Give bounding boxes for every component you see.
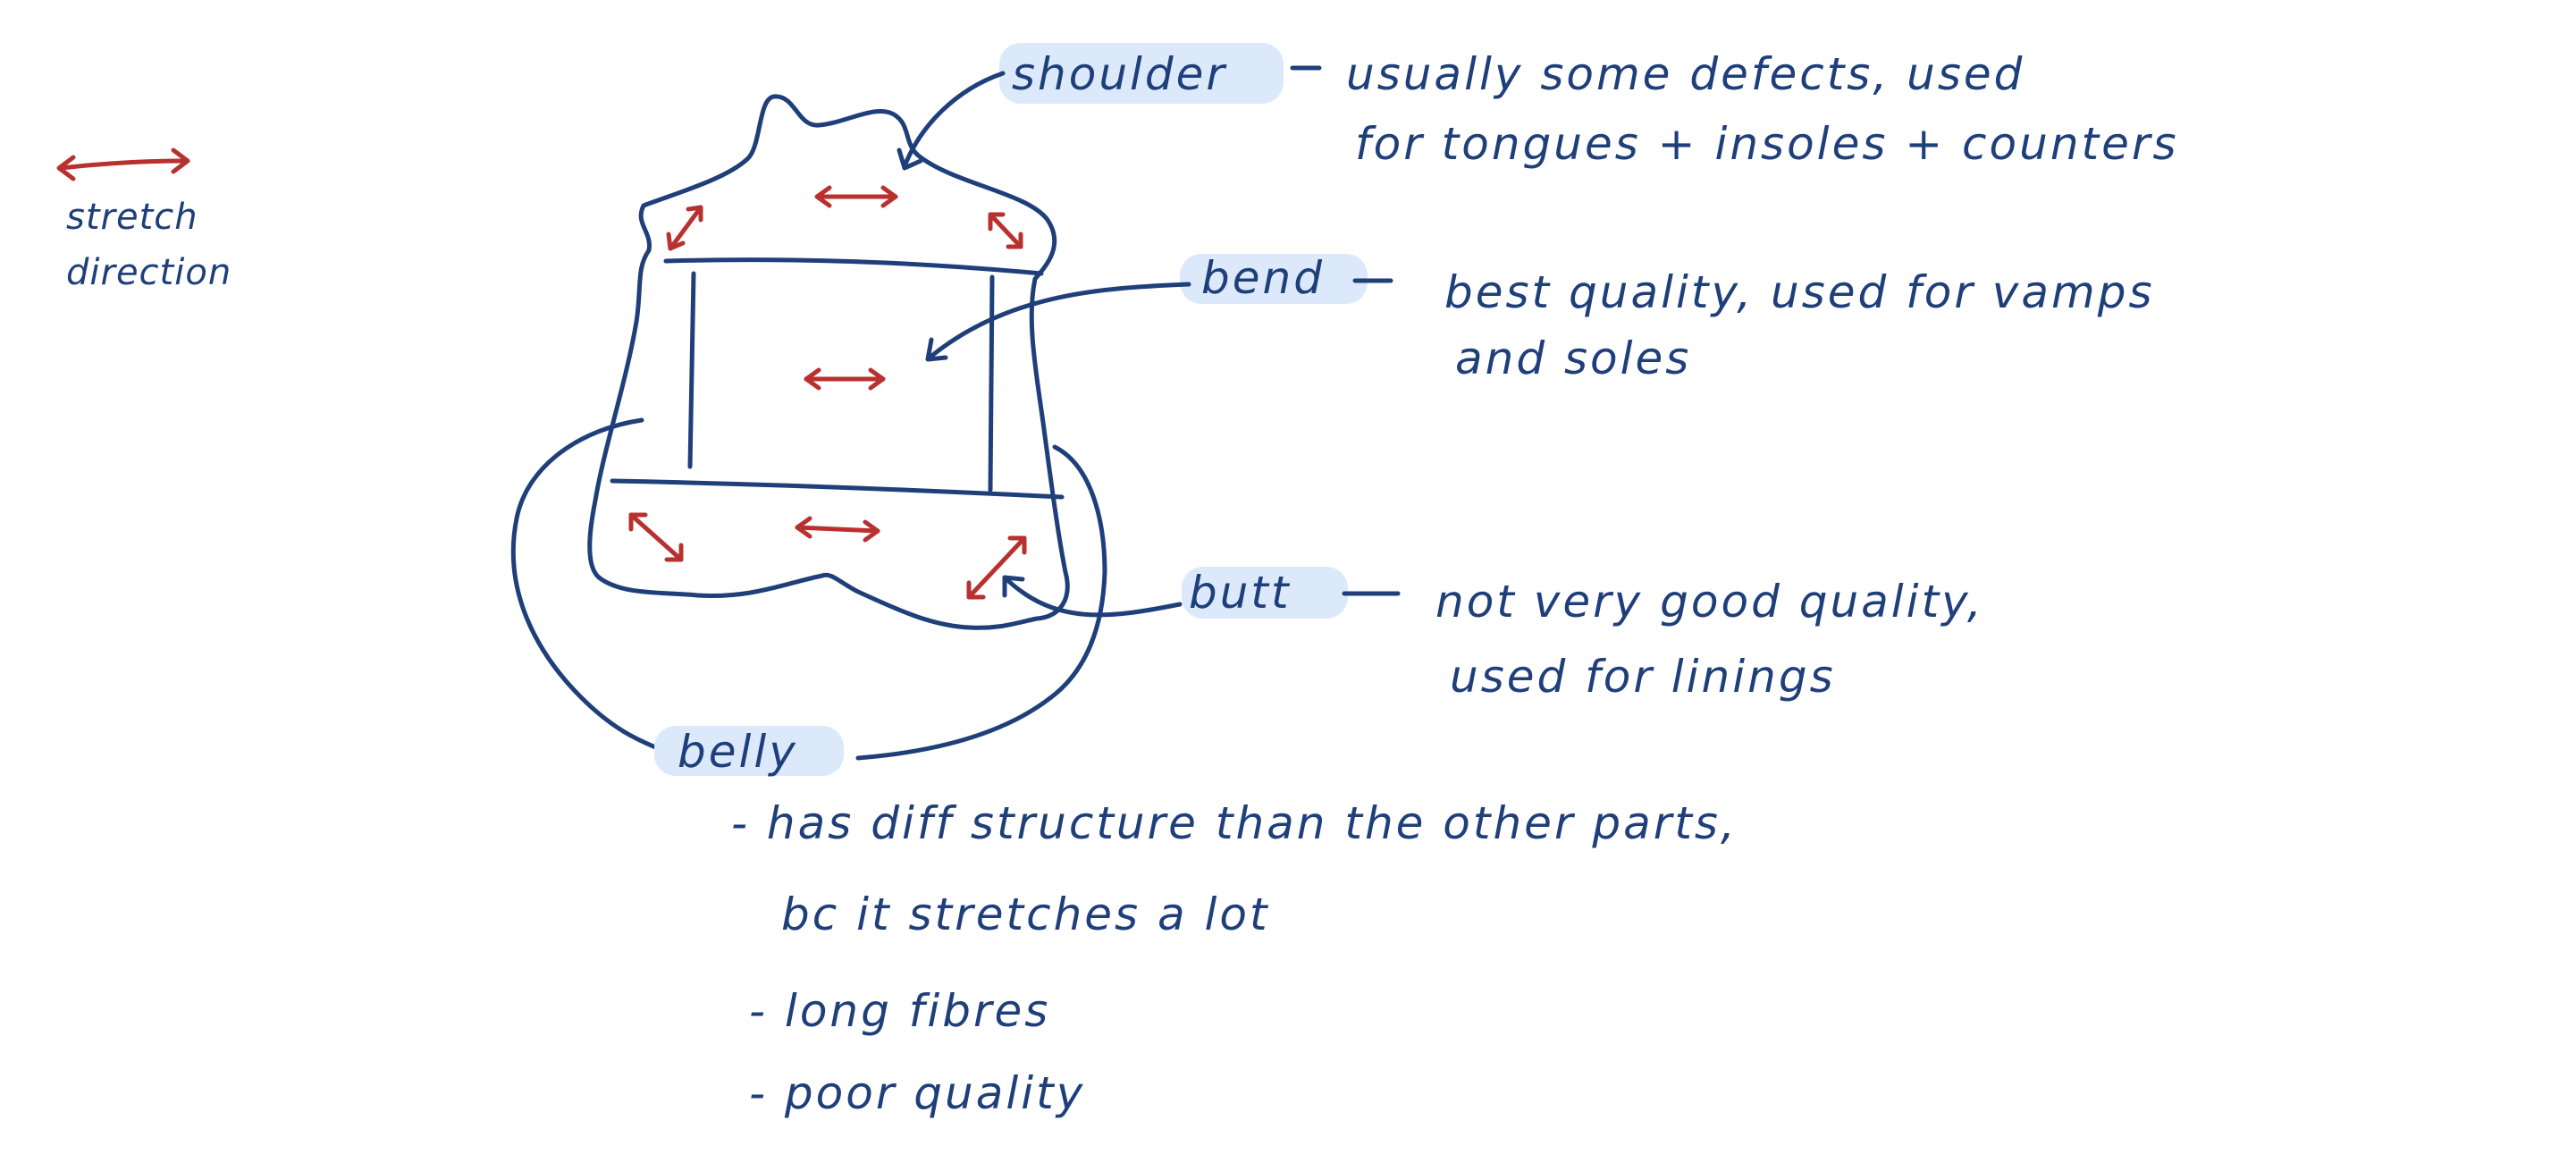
belly-note-4: - poor quality [749,1067,1085,1119]
legend: stretch direction [56,147,232,293]
belly-annotation: belly - has diff structure than the othe… [654,726,1738,1119]
butt-middle-stretch-arrow-icon [795,516,880,543]
shoulder-pointer-arrow [902,71,1006,169]
belly-note-3: - long fibres [749,985,1050,1037]
bend-left-divider [687,271,696,469]
hide-outline [510,94,1107,761]
bend-label: bend [1201,252,1325,304]
bend-right-divider [988,274,995,493]
bend-note-line2: and soles [1455,333,1691,384]
butt-label-highlight [1182,567,1348,619]
shoulder-stretch-arrow-icon [814,185,898,208]
shoulder-label-highlight [999,43,1284,104]
butt-right-stretch-arrow-icon [966,535,1027,600]
butt-note-line2: used for linings [1450,651,1836,703]
legend-label-line2: direction [66,252,232,293]
belly-note-2: bc it stretches a lot [781,889,1270,940]
shoulder-right-stretch-arrow-icon [988,212,1023,249]
bend-annotation: bend best quality, used for vamps and so… [925,252,2155,384]
bend-note-line1: best quality, used for vamps [1444,266,2155,318]
bend-label-highlight [1180,254,1368,304]
butt-label: butt [1189,567,1292,619]
stretch-arrows [628,185,1027,600]
legend-arrow-icon [56,147,190,181]
shoulder-label: shoulder [1012,48,1227,100]
belly-left-loop [510,417,662,752]
bend-butt-divider [610,478,1065,500]
belly-note-1: - has diff structure than the other part… [731,797,1738,849]
butt-note-line1: not very good quality, [1435,576,1984,628]
butt-annotation: butt not very good quality, used for lin… [1002,567,1984,703]
bend-stretch-arrow-icon [804,367,886,391]
shoulder-annotation: shoulder usually some defects, used for … [897,43,2179,171]
shoulder-note-line1: usually some defects, used [1346,48,2025,100]
shoulder-bend-divider [663,257,1044,276]
shoulder-note-line2: for tongues + insoles + counters [1355,118,2179,170]
bend-pointer-arrow [927,282,1191,360]
butt-pointer-arrow [1002,575,1183,618]
shoulder-left-stretch-arrow-icon [666,205,703,251]
legend-label-line1: stretch [66,197,198,238]
butt-left-stretch-arrow-icon [628,512,684,562]
hide-body-outline [587,94,1070,630]
belly-label-highlight [654,726,844,776]
region-dividers [610,257,1065,500]
belly-label: belly [678,726,798,778]
belly-right-loop [855,444,1107,761]
